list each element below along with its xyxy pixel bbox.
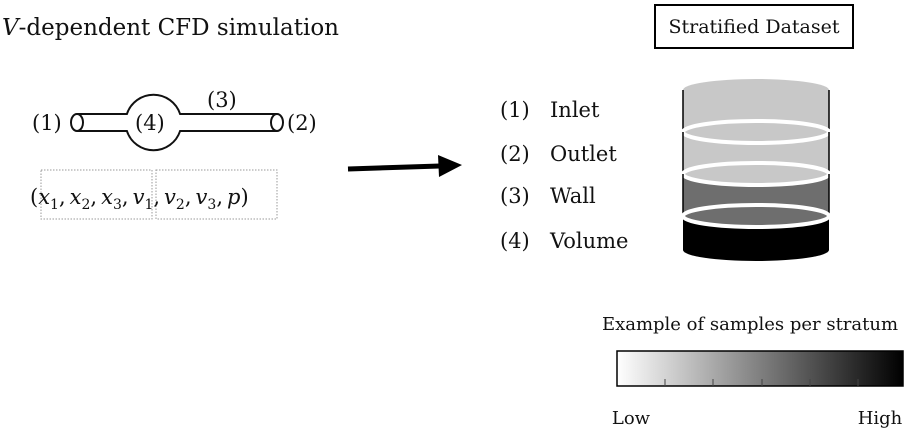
position-vector-box	[40, 169, 153, 220]
strata-legend: (1) Inlet (2) Outlet (3) Wall (4) Volume	[500, 98, 628, 253]
pipe-label-inlet: (1)	[32, 111, 62, 135]
vector-v3-sub: 3	[207, 197, 216, 213]
arrow-right-icon	[347, 155, 462, 177]
dataset-title-box	[654, 4, 854, 49]
stratum-3-number: (3)	[500, 184, 530, 208]
vector-comma-6: ,	[216, 185, 223, 209]
pipe-label-volume: (4)	[135, 111, 165, 135]
vector-x1: x	[38, 185, 50, 209]
cfd-title-text: -dependent CFD simulation	[19, 15, 340, 41]
colorbar-low-label: Low	[612, 408, 651, 429]
vector-v3: v	[196, 185, 208, 209]
colorbar-high-label: High	[858, 408, 903, 429]
vector-v2: v	[164, 185, 176, 209]
vector-x2: x	[70, 185, 82, 209]
sample-vector: (x1,x2,x3,v1,v2,v3,p)	[30, 185, 249, 213]
stratum-2-number: (2)	[500, 142, 530, 166]
pipe-label-outlet: (2)	[287, 111, 317, 135]
vector-close-paren: )	[240, 185, 248, 209]
vector-x2-sub: 2	[82, 197, 91, 213]
vector-comma-5: ,	[185, 185, 192, 209]
stratum-4-name: Volume	[549, 229, 628, 253]
vector-comma-4: ,	[153, 185, 160, 209]
vector-comma-1: ,	[59, 185, 66, 209]
cfd-title-variable: V	[2, 15, 21, 41]
stratum-4-number: (4)	[500, 229, 530, 253]
stratum-1-number: (1)	[500, 98, 530, 122]
stratum-2-name: Outlet	[550, 142, 617, 166]
pipe-outline	[77, 93, 277, 152]
vector-x3: x	[101, 185, 113, 209]
pipe-label-wall: (3)	[207, 88, 237, 112]
stratum-3-name: Wall	[550, 184, 596, 208]
vector-v2-sub: 2	[176, 197, 185, 213]
vector-comma-3: ,	[122, 185, 129, 209]
dataset-title: Stratified Dataset	[668, 16, 839, 38]
vector-p: p	[227, 185, 240, 209]
colorbar-ticks	[664, 379, 859, 386]
stratum-4-slice	[681, 203, 831, 261]
vector-v1-sub: 1	[144, 197, 153, 213]
solution-vector-box	[155, 169, 278, 220]
vector-v1: v	[133, 185, 145, 209]
outlet-cap	[270, 113, 284, 132]
stratum-1-name: Inlet	[550, 98, 600, 122]
vector-comma-2: ,	[90, 185, 97, 209]
database-cylinder-icon	[681, 79, 831, 261]
pipe-geometry	[70, 93, 284, 152]
colorbar-gradient	[616, 350, 904, 387]
vector-x3-sub: 3	[113, 197, 122, 213]
inlet-cap	[70, 113, 84, 132]
vector-open-paren: (	[30, 185, 38, 209]
colorbar-caption: Example of samples per stratum	[602, 314, 898, 335]
vector-x1-sub: 1	[50, 197, 59, 213]
cfd-title: V-dependent CFD simulation	[2, 15, 339, 41]
